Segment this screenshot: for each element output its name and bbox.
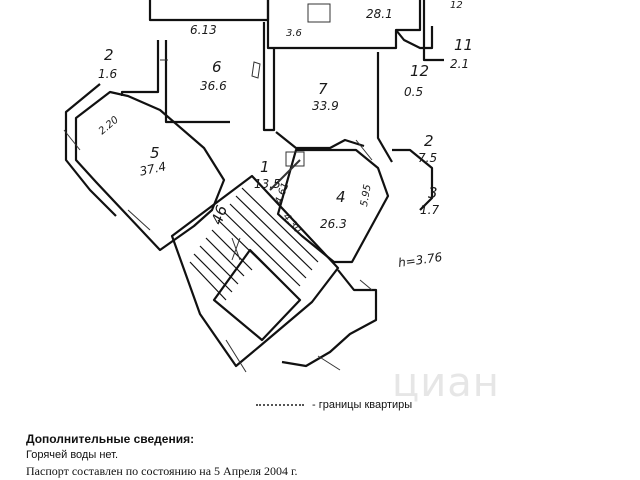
wall-far-right	[422, 0, 444, 62]
room-11-num: 11	[454, 36, 473, 54]
dim-label-stairs: 46	[208, 203, 231, 227]
room-12-num: 12	[410, 62, 429, 80]
wall-room7-bottom	[275, 131, 365, 150]
room-6-area: 36.6	[200, 79, 227, 93]
wall-room5-outer	[64, 83, 117, 217]
dim-label-b: 2.20	[97, 114, 121, 137]
boundary-line-sample	[256, 404, 304, 407]
wall-right-bay	[392, 148, 434, 211]
notes-line-1: Горячей воды нет.	[26, 449, 119, 461]
room-12-area: 0.5	[404, 85, 423, 99]
wall-room7-right	[376, 52, 393, 163]
wall-balcony	[395, 26, 434, 50]
wall-lower-bay	[281, 269, 378, 368]
room-1-area: 13.5	[254, 177, 281, 191]
floor-plan: 5 37.4 6 36.6 7 33.9 4 26.3 1 13.5 2 7.5…	[63, 0, 473, 373]
dim-label-e: 4.30	[280, 212, 303, 236]
dim-label-c: 5.95	[359, 184, 374, 208]
wall-room6-bottom	[164, 40, 230, 124]
label-top-right: 12	[450, 0, 463, 11]
dim-label-f: 3.6	[286, 28, 302, 39]
wall-mid-vertical	[262, 22, 276, 132]
wall-top-right	[266, 0, 422, 50]
room-2-area: 7.5	[418, 151, 437, 165]
room-4-num: 4	[336, 188, 346, 206]
room-5-num: 5	[150, 144, 160, 162]
room-6-num: 6	[212, 58, 222, 76]
room-5-area: 37.4	[138, 159, 167, 178]
room-top-area: 28.1	[366, 7, 393, 21]
legend: - границы квартиры	[256, 399, 412, 411]
wall-room4	[276, 148, 390, 264]
room-3-area: 1.7	[420, 203, 439, 217]
notes-block: Дополнительные сведения: Горячей воды не…	[26, 432, 626, 479]
stair-treads	[189, 187, 319, 301]
wall-top	[148, 0, 270, 22]
watermark: циан	[392, 360, 500, 406]
wall-room6-left	[120, 40, 160, 96]
room-2b-num: 2	[104, 46, 114, 64]
room-2b-area: 1.6	[98, 67, 117, 81]
room-4-area: 26.3	[320, 217, 347, 231]
room-11-area: 2.1	[450, 57, 469, 71]
notes-heading: Дополнительные сведения:	[26, 432, 195, 446]
room-7-area: 33.9	[312, 99, 339, 113]
wall-room5	[74, 90, 226, 252]
ceiling-height: h=3.76	[397, 250, 443, 270]
wall-stair-outer	[170, 174, 340, 368]
notes-line-2: Паспорт составлен по состоянию на 5 Апре…	[26, 464, 298, 478]
room-3-num: 3	[428, 184, 438, 202]
room-1-num: 1	[260, 158, 270, 176]
room-7-num: 7	[318, 80, 328, 98]
dim-label-a: 6.13	[190, 23, 217, 37]
legend-text: - границы квартиры	[312, 399, 413, 411]
wall-stair-lower	[212, 248, 302, 342]
room-2-num: 2	[424, 132, 434, 150]
